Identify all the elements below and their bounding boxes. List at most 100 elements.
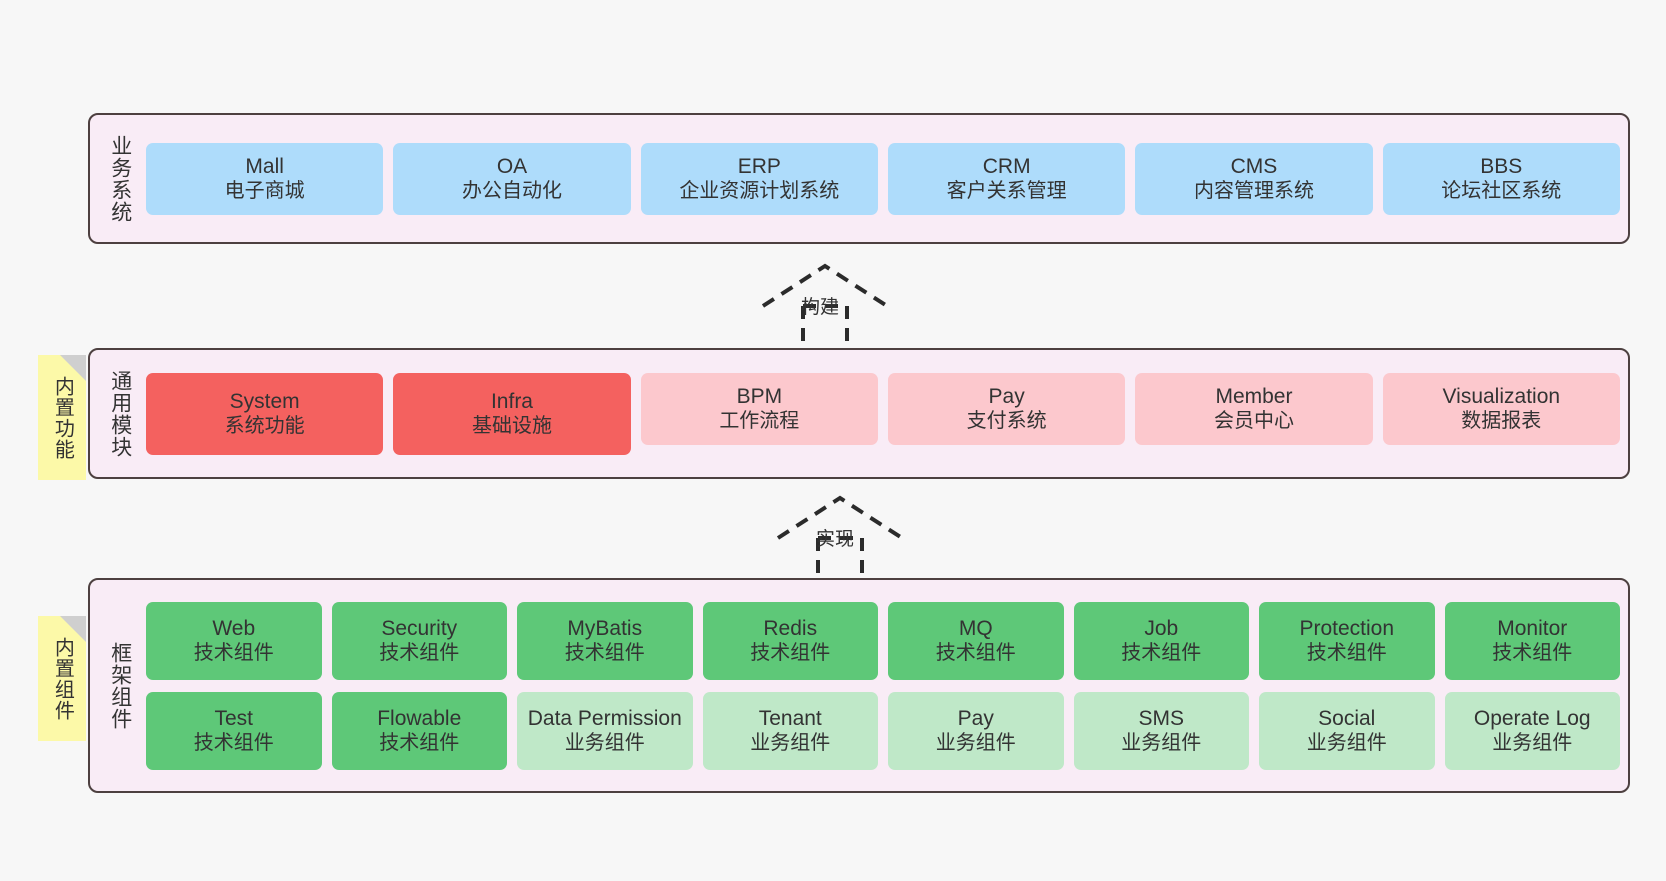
card-test[interactable]: Test 技术组件	[146, 691, 322, 770]
card-mybatis[interactable]: MyBatis 技术组件	[517, 601, 693, 680]
card-data-permission[interactable]: Data Permission 业务组件	[517, 691, 693, 770]
sticky-note-builtin-component: 内置组件	[38, 616, 86, 741]
card-title: CMS	[1230, 154, 1278, 178]
card-title: Security	[381, 616, 458, 640]
card-subtitle: 业务组件	[935, 732, 1016, 755]
connector-build-label: 构建	[801, 297, 840, 318]
connector-build: 构建	[755, 258, 905, 348]
card-mq[interactable]: MQ 技术组件	[888, 601, 1064, 680]
card-crm[interactable]: CRM 客户关系管理	[887, 142, 1126, 215]
card-title: Operate Log	[1473, 706, 1591, 730]
card-subtitle: 办公自动化	[461, 180, 562, 203]
layer-title-framework-component: 框架组件	[108, 641, 132, 730]
card-sms[interactable]: SMS 业务组件	[1073, 691, 1249, 770]
connector-implement-label: 实现	[816, 529, 855, 550]
card-member[interactable]: Member 会员中心	[1135, 372, 1373, 445]
card-subtitle: 技术组件	[1306, 642, 1387, 665]
connector-implement: 实现	[770, 490, 920, 580]
card-bbs[interactable]: BBS 论坛社区系统	[1382, 142, 1620, 215]
card-job[interactable]: Job 技术组件	[1073, 601, 1249, 680]
card-title: SMS	[1138, 706, 1184, 730]
card-infra[interactable]: Infra 基础设施	[393, 372, 631, 455]
card-subtitle: 技术组件	[379, 642, 460, 665]
card-title: Web	[212, 616, 256, 640]
card-erp[interactable]: ERP 企业资源计划系统	[640, 142, 878, 215]
implement-arrow-icon	[776, 495, 904, 580]
card-subtitle: 业务组件	[1492, 732, 1573, 755]
card-title: Monitor	[1497, 616, 1568, 640]
layer-common-module[interactable]: 通用模块 System 系统功能 Infra 基础设施 BPM 工作流程 Pay	[88, 348, 1630, 479]
card-subtitle: 技术组件	[564, 642, 645, 665]
card-title: MyBatis	[567, 616, 643, 640]
layer-framework-component[interactable]: 框架组件 Web 技术组件 Security 技术组件 MyBatis 技术组件…	[88, 578, 1630, 793]
card-title: Test	[214, 706, 253, 730]
card-subtitle: 工作流程	[719, 410, 800, 433]
card-title: Flowable	[377, 706, 462, 730]
card-subtitle: 数据报表	[1461, 410, 1542, 433]
card-title: Tenant	[758, 706, 822, 730]
card-security[interactable]: Security 技术组件	[331, 601, 507, 680]
card-monitor[interactable]: Monitor 技术组件	[1444, 601, 1620, 680]
card-subtitle: 技术组件	[1121, 642, 1202, 665]
build-arrow-icon	[761, 263, 889, 348]
card-subtitle: 技术组件	[1492, 642, 1573, 665]
card-title: Job	[1144, 616, 1179, 640]
card-title: Infra	[490, 389, 533, 413]
card-title: Data Permission	[527, 706, 682, 730]
card-oa[interactable]: OA 办公自动化	[393, 142, 631, 215]
card-title: ERP	[737, 154, 781, 178]
card-title: Social	[1318, 706, 1376, 730]
card-title: Redis	[763, 616, 818, 640]
card-subtitle: 业务组件	[1121, 732, 1202, 755]
layer-title-common-module: 通用模块	[108, 369, 132, 458]
card-title: Mall	[245, 154, 284, 178]
card-subtitle: 客户关系管理	[946, 180, 1067, 203]
card-flowable[interactable]: Flowable 技术组件	[331, 691, 507, 770]
layer-body-framework-component: Web 技术组件 Security 技术组件 MyBatis 技术组件 Redi…	[140, 580, 1628, 791]
card-cms[interactable]: CMS 内容管理系统	[1135, 142, 1373, 215]
card-row: Test 技术组件 Flowable 技术组件 Data Permission …	[146, 691, 1620, 770]
card-title: Pay	[957, 706, 994, 730]
card-subtitle: 技术组件	[193, 732, 274, 755]
card-system[interactable]: System 系统功能	[146, 372, 384, 455]
card-operate-log[interactable]: Operate Log 业务组件	[1444, 691, 1620, 770]
sticky-fold-corner-icon	[60, 355, 86, 381]
card-title: MQ	[958, 616, 993, 640]
card-social[interactable]: Social 业务组件	[1259, 691, 1435, 770]
card-title: BBS	[1480, 154, 1523, 178]
layer-business-system[interactable]: 业务系统 Mall 电子商城 OA 办公自动化 ERP 企业资源计划系统 CRM	[88, 113, 1630, 244]
card-title: System	[229, 389, 300, 413]
card-subtitle: 会员中心	[1213, 410, 1294, 433]
card-subtitle: 企业资源计划系统	[679, 180, 840, 203]
card-pay-component[interactable]: Pay 业务组件	[888, 691, 1064, 770]
card-pay-module[interactable]: Pay 支付系统	[887, 372, 1126, 445]
card-title: Pay	[988, 384, 1025, 408]
card-mall[interactable]: Mall 电子商城	[146, 142, 384, 215]
layer-body-common-module: System 系统功能 Infra 基础设施 BPM 工作流程 Pay 支付系统…	[140, 350, 1628, 477]
layer-body-business-system: Mall 电子商城 OA 办公自动化 ERP 企业资源计划系统 CRM 客户关系…	[140, 115, 1628, 242]
sticky-note-text: 内置组件	[51, 636, 74, 721]
sticky-note-builtin-function: 内置功能	[38, 355, 86, 480]
card-subtitle: 论坛社区系统	[1441, 180, 1562, 203]
card-web[interactable]: Web 技术组件	[146, 601, 322, 680]
layer-title-business-system: 业务系统	[108, 134, 132, 223]
card-row: Web 技术组件 Security 技术组件 MyBatis 技术组件 Redi…	[146, 601, 1620, 680]
card-title: BPM	[736, 384, 783, 408]
card-row: Mall 电子商城 OA 办公自动化 ERP 企业资源计划系统 CRM 客户关系…	[146, 142, 1620, 215]
card-subtitle: 内容管理系统	[1193, 180, 1314, 203]
card-redis[interactable]: Redis 技术组件	[702, 601, 878, 680]
card-subtitle: 技术组件	[379, 732, 460, 755]
card-subtitle: 系统功能	[224, 415, 305, 438]
card-tenant[interactable]: Tenant 业务组件	[702, 691, 878, 770]
card-title: OA	[496, 154, 528, 178]
card-protection[interactable]: Protection 技术组件	[1259, 601, 1435, 680]
card-subtitle: 电子商城	[224, 180, 305, 203]
card-subtitle: 基础设施	[471, 415, 552, 438]
card-title: Protection	[1299, 616, 1395, 640]
card-bpm[interactable]: BPM 工作流程	[640, 372, 878, 445]
card-subtitle: 业务组件	[750, 732, 831, 755]
card-row: System 系统功能 Infra 基础设施 BPM 工作流程 Pay 支付系统…	[146, 372, 1620, 455]
card-subtitle: 技术组件	[193, 642, 274, 665]
card-visualization[interactable]: Visualization 数据报表	[1382, 372, 1620, 445]
